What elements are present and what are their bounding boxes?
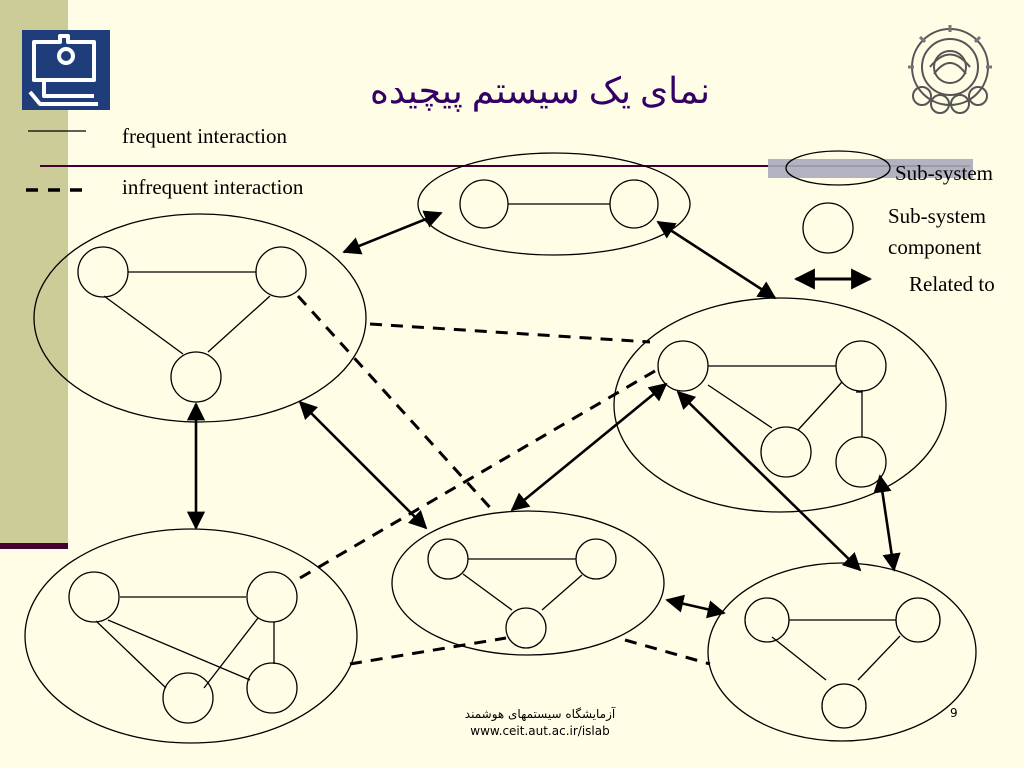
subsystem-center-bottom: [391, 510, 665, 656]
subsystem-left-bottom: [24, 528, 358, 744]
legend-component-circle: [802, 202, 854, 254]
footer-url[interactable]: www.ceit.aut.ac.ir/islab: [470, 724, 610, 738]
subsystem-right-middle: [613, 297, 947, 513]
page-number: 9: [950, 706, 958, 720]
legend-infrequent-label: infrequent interaction: [122, 175, 304, 199]
legend-related-label: Related to: [909, 272, 995, 296]
legend-component-label-line1: Sub-system: [888, 204, 987, 228]
legend-subsystem-label: Sub-system: [895, 161, 994, 185]
legend-subsystem-ellipse: [785, 150, 891, 186]
computer-logo-icon: [22, 30, 110, 110]
legend-component-label-line2: component: [888, 235, 982, 259]
footer-lab-name: آزمایشگاه سیستمهای هوشمند: [464, 707, 616, 721]
title-rule: [40, 165, 970, 167]
subsystem-top-center: [417, 152, 691, 256]
legend-frequent-label: frequent interaction: [122, 124, 288, 148]
sidebar-accent-line: [0, 543, 68, 549]
university-seal-icon: [908, 25, 992, 114]
slide-title: نمای یک سیستم پیچیده: [370, 71, 710, 111]
subsystem-right-bottom: [707, 562, 977, 742]
decorative-gray-bar: [768, 159, 973, 178]
footer-lab-info: آزمایشگاه سیستمهای هوشمند www.ceit.aut.a…: [420, 706, 660, 740]
